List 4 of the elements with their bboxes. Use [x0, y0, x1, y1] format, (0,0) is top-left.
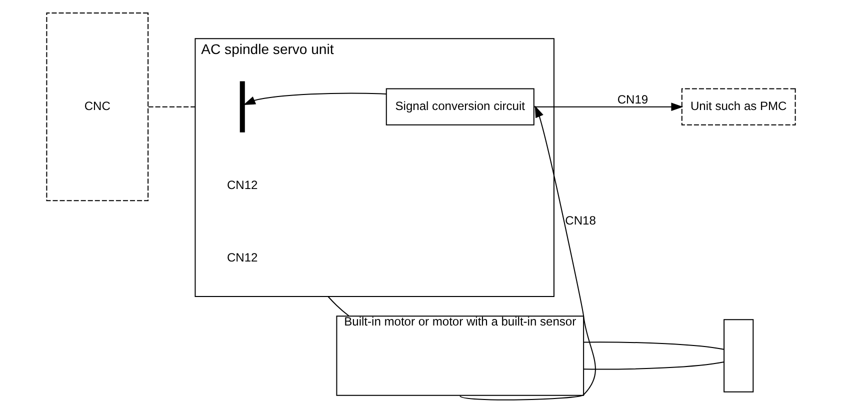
label: CN12: [226, 250, 258, 264]
label: CN12: [226, 178, 258, 192]
edge-label: CN18: [564, 212, 596, 227]
edge-label: CN19: [616, 92, 648, 106]
